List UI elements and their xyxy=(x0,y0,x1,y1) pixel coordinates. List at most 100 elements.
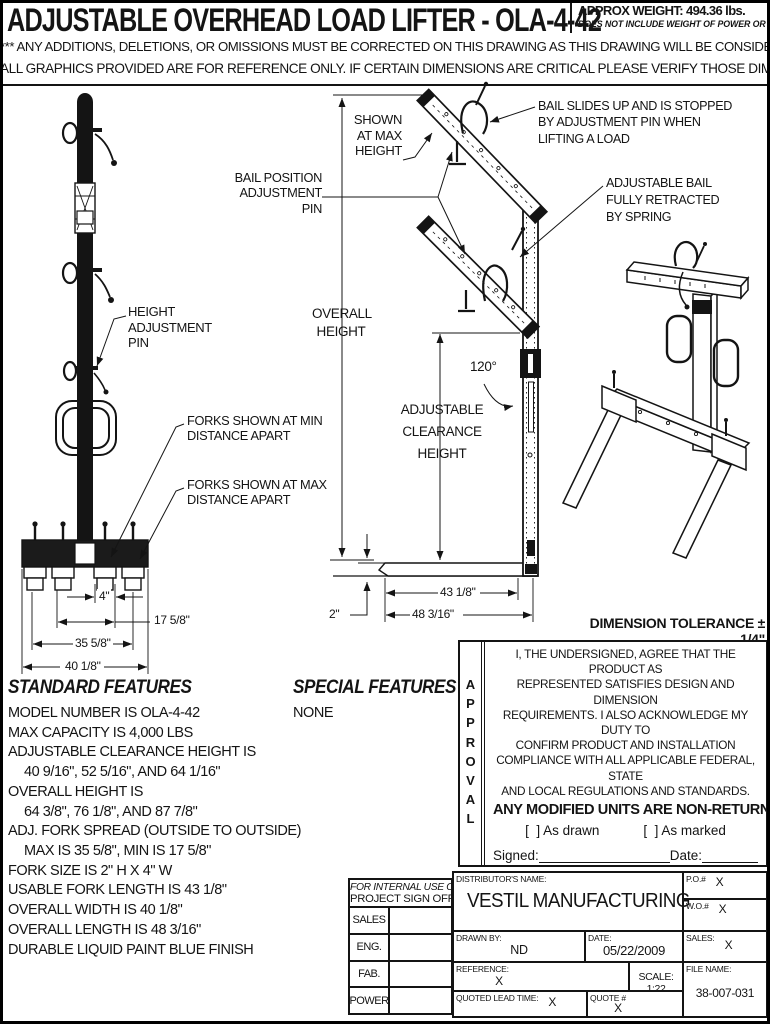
po-cell: P.O.# X xyxy=(682,873,766,900)
wo-label: W.O.# xyxy=(686,901,709,911)
dim-overall-length: 48 3/16" xyxy=(410,607,456,621)
label-adjustable-bail: ADJUSTABLE BAIL FULLY RETRACTED BY SPRIN… xyxy=(606,176,720,224)
date-label: DATE: xyxy=(588,933,612,943)
signoff-label: ENG. xyxy=(350,934,390,960)
approval-statement: I, THE UNDERSIGNED, AGREE THAT THE PRODU… xyxy=(496,647,755,798)
label-overall-height: OVERALL HEIGHT xyxy=(312,306,372,339)
approx-weight: APPROX WEIGHT: 494.36 lbs. xyxy=(578,3,746,18)
iso-view xyxy=(561,240,751,559)
as-marked-checkbox[interactable]: [ ] As marked xyxy=(643,823,726,839)
date-value: 05/22/2009 xyxy=(602,943,666,958)
label-height-adjustment-pin: HEIGHT ADJUSTMENT PIN xyxy=(128,304,212,351)
signoff-blank-cell[interactable] xyxy=(390,908,451,933)
header-divider xyxy=(570,0,572,33)
label-shown-at-max-height: SHOWN AT MAX HEIGHT xyxy=(353,112,402,159)
side-view xyxy=(333,81,549,577)
internal-signoff-header: FOR INTERNAL USE ONLY PROJECT SIGN OFF xyxy=(350,880,472,908)
special-features-title: SPECIAL FEATURES xyxy=(293,676,457,698)
internal-use-only-label: FOR INTERNAL USE ONLY xyxy=(350,882,472,893)
title-block: DISTRIBUTOR'S NAME: VESTIL MANUFACTURING… xyxy=(452,871,768,1018)
dim-usable-fork-length: 43 1/8" xyxy=(438,585,478,599)
side-view-dimensions xyxy=(322,94,604,622)
special-features-section: SPECIAL FEATURES NONE xyxy=(293,676,478,724)
as-drawn-checkbox[interactable]: [ ] As drawn xyxy=(525,823,600,839)
feature-item: MAX IS 35 5/8", MIN IS 17 5/8" xyxy=(24,843,211,860)
distributor-label: DISTRIBUTOR'S NAME: xyxy=(456,874,547,884)
weight-note: DOES NOT INCLUDE WEIGHT OF POWER OR PACK… xyxy=(578,19,770,29)
po-value: X xyxy=(715,875,724,889)
lead-time-label: QUOTED LEAD TIME: xyxy=(456,993,539,1003)
drawing-title: ADJUSTABLE OVERHEAD LOAD LIFTER - OLA-4-… xyxy=(7,2,602,38)
signoff-label: POWER xyxy=(349,988,390,1013)
signed-label: Signed: xyxy=(493,848,539,864)
feature-item: FORK SIZE IS 2" H X 4" W xyxy=(8,862,172,879)
reference-cell: REFERENCE: X xyxy=(454,963,628,992)
dim-max-spread: 35 5/8" xyxy=(73,636,113,650)
scale-label: SCALE: 1:22 xyxy=(638,971,674,995)
signoff-blank-cell[interactable] xyxy=(390,988,451,1013)
drawn-by-value: ND xyxy=(510,943,528,957)
reference-label: REFERENCE: xyxy=(456,964,509,974)
quote-label: QUOTE # xyxy=(590,993,626,1003)
feature-item: OVERALL WIDTH IS 40 1/8" xyxy=(8,902,183,919)
approval-content: I, THE UNDERSIGNED, AGREE THAT THE PRODU… xyxy=(485,642,770,903)
signoff-row-sales: SALES xyxy=(350,908,451,935)
disclaimer-line-2: ALL GRAPHICS PROVIDED ARE FOR REFERENCE … xyxy=(0,61,770,76)
sales-label: SALES: xyxy=(686,933,715,943)
approval-box: A P P R O V A L I, THE UNDERSIGNED, AGRE… xyxy=(458,640,770,903)
front-view xyxy=(21,93,149,591)
feature-item: 40 9/16", 52 5/16", AND 64 1/16" xyxy=(24,764,221,781)
approval-checkboxes: [ ] As drawn [ ] As marked xyxy=(493,823,758,838)
drawn-by-label: DRAWN BY: xyxy=(456,933,502,943)
internal-signoff-table: FOR INTERNAL USE ONLY PROJECT SIGN OFF S… xyxy=(348,878,472,1015)
signoff-blank-cell[interactable] xyxy=(390,935,451,960)
approval-vertical-label: A P P R O V A L xyxy=(460,642,485,865)
feature-item: MODEL NUMBER IS OLA-4-42 xyxy=(8,705,200,721)
non-returnable-notice: ANY MODIFIED UNITS ARE NON-RETURNABLE xyxy=(493,802,770,819)
dim-fork-height: 2" xyxy=(327,607,342,621)
po-label: P.O.# xyxy=(686,874,706,884)
quote-cell: QUOTE # X xyxy=(586,992,682,1016)
file-name-cell: FILE NAME: 38-007-031 xyxy=(682,963,766,1016)
sales-value: X xyxy=(724,938,733,952)
wo-value: X xyxy=(718,902,727,916)
front-view-dimensions xyxy=(21,315,185,674)
feature-item: USABLE FORK LENGTH IS 43 1/8" xyxy=(8,882,227,899)
signoff-label: FAB. xyxy=(350,961,390,987)
file-name-label: FILE NAME: xyxy=(686,964,732,974)
feature-item: OVERALL LENGTH IS 48 3/16" xyxy=(8,921,201,938)
label-angle-120: 120° xyxy=(470,359,497,374)
label-bail-position-pin: BAIL POSITION ADJUSTMENT PIN xyxy=(234,170,323,216)
signature-line[interactable] xyxy=(538,848,670,864)
signoff-label: SALES xyxy=(350,908,390,933)
lead-time-cell: QUOTED LEAD TIME: X xyxy=(454,992,586,1016)
disclaimer-line-1: *** ANY ADDITIONS, DELETIONS, OR OMISSIO… xyxy=(0,39,770,54)
scale-cell: SCALE: 1:22 xyxy=(628,963,682,995)
standard-features-section: STANDARD FEATURES MODEL NUMBER IS OLA-4-… xyxy=(8,676,301,960)
dim-fork-gap: 4" xyxy=(97,589,112,603)
signoff-row-fab: FAB. xyxy=(350,961,451,989)
date-label: Date: xyxy=(669,848,702,864)
distributor-cell: DISTRIBUTOR'S NAME: VESTIL MANUFACTURING xyxy=(454,873,691,932)
feature-item: 64 3/8", 76 1/8", AND 87 7/8" xyxy=(24,803,198,820)
reference-value: X xyxy=(495,974,503,988)
drawn-by-cell: DRAWN BY: ND xyxy=(454,932,584,963)
signoff-row-eng: ENG. xyxy=(350,934,451,962)
distributor-name: VESTIL MANUFACTURING xyxy=(467,889,691,912)
label-forks-max: FORKS SHOWN AT MAX DISTANCE APART xyxy=(187,477,327,508)
signoff-row-power: POWER xyxy=(349,988,451,1013)
label-bail-slides: BAIL SLIDES UP AND IS STOPPED BY ADJUSTM… xyxy=(538,99,732,146)
label-forks-min: FORKS SHOWN AT MIN DISTANCE APART xyxy=(187,413,323,444)
signoff-blank-cell[interactable] xyxy=(390,962,451,987)
special-features-value: NONE xyxy=(293,705,334,721)
project-sign-off-label: PROJECT SIGN OFF xyxy=(350,893,455,905)
wo-cell: W.O.# X xyxy=(682,900,766,932)
file-name-value: 38-007-031 xyxy=(695,986,755,1000)
date-cell: DATE: 05/22/2009 xyxy=(584,932,682,963)
dim-min-spread: 17 5/8" xyxy=(152,613,192,627)
date-line[interactable] xyxy=(702,848,758,864)
quote-value: X xyxy=(614,1001,622,1015)
header-separator xyxy=(0,84,770,86)
